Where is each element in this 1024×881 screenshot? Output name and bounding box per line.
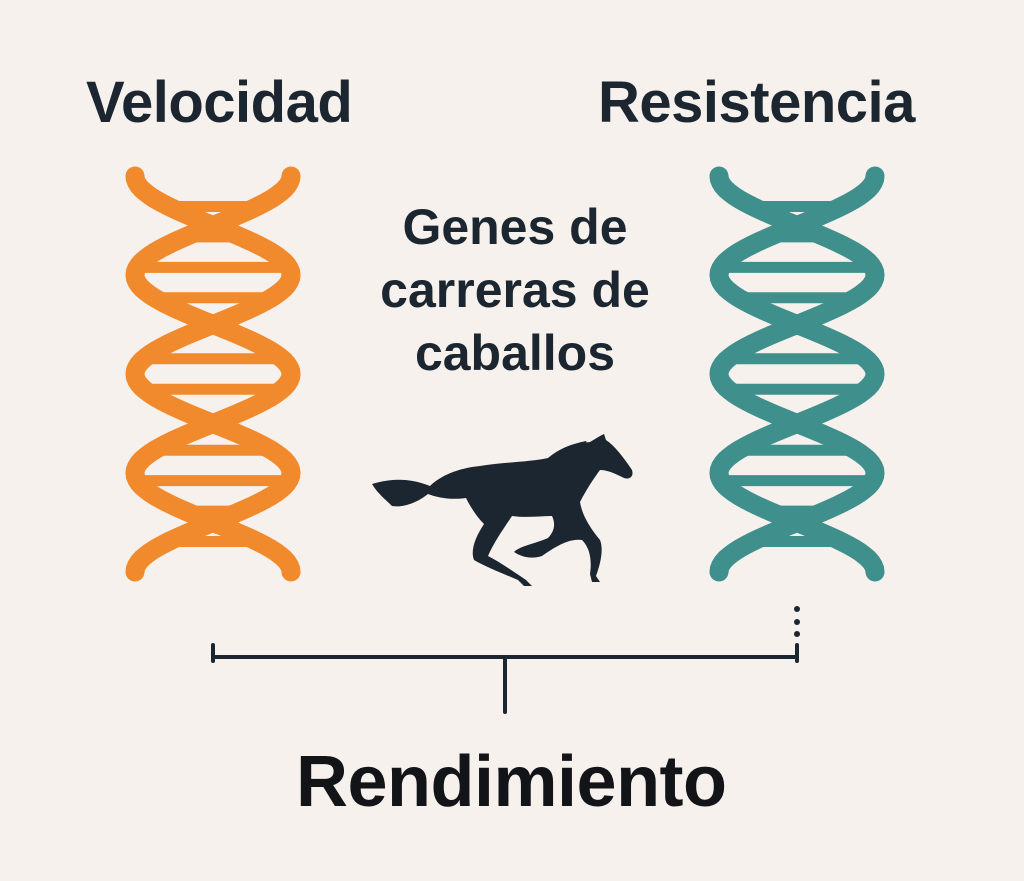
dotted-connector [794, 606, 800, 637]
speed-label: Velocidad [86, 70, 353, 135]
running-horse-icon [372, 434, 633, 586]
title-line-1: Genes de [402, 199, 628, 255]
helix-strand [709, 166, 885, 582]
helix-strand [709, 166, 885, 582]
diagram-title: Genes de carreras de caballos [330, 196, 700, 385]
dna-helix-icon [125, 166, 301, 582]
performance-bracket [211, 643, 799, 714]
helix-strand [125, 166, 301, 582]
title-line-3: caballos [414, 325, 616, 381]
dna-helix-icon [709, 166, 885, 582]
title-line-2: carreras de [380, 262, 650, 318]
helix-strand [125, 166, 301, 582]
endurance-label: Resistencia [598, 70, 915, 135]
performance-label: Rendimiento [296, 742, 727, 822]
